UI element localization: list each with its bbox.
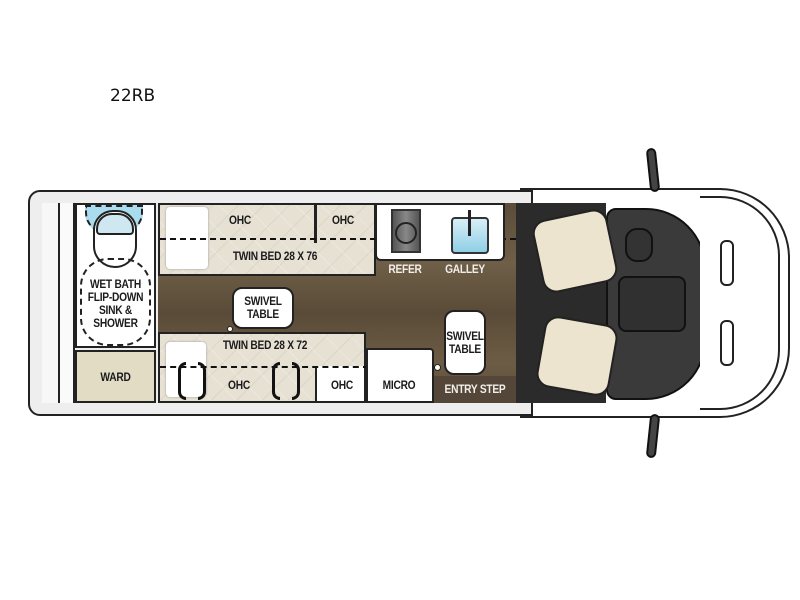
refer-label: REFER: [388, 262, 422, 276]
rear-wall: [60, 203, 75, 403]
faucet-icon: [468, 210, 471, 236]
ohc-upper-2: OHC: [332, 213, 354, 227]
shower-area: [80, 258, 151, 346]
bath-label-2: FLIP-DOWN: [87, 290, 144, 304]
entry-step: [434, 376, 516, 403]
bath-label-1: WET BATH: [89, 277, 142, 291]
headlight-left: [720, 240, 734, 286]
ward-label: WARD: [100, 370, 131, 384]
galley-label: GALLEY: [445, 262, 485, 276]
side-mirror-right: [645, 413, 661, 459]
swivel-table-1-line-2: TABLE: [247, 307, 279, 321]
ohc-divider-upper: [314, 203, 317, 243]
swivel-table-1-line-1: SWIVEL: [244, 294, 282, 308]
bath-label-3: SINK &: [98, 303, 133, 317]
table-2-post: [434, 364, 441, 371]
seatbelt-icon: [198, 362, 206, 400]
ohc-lower-2: OHC: [331, 378, 353, 392]
steering-wheel-icon: [625, 228, 653, 262]
seatbelt-icon: [292, 362, 300, 400]
rear-doors: [42, 203, 60, 403]
headlight-right: [720, 320, 734, 366]
twin-bed-upper-label: TWIN BED 28 X 76: [232, 249, 318, 263]
seatbelt-icon: [272, 362, 280, 400]
micro-label: MICRO: [382, 378, 416, 392]
swivel-table-2-line-1: SWIVEL: [446, 329, 484, 343]
center-console: [618, 276, 686, 332]
ohc-lower-1: OHC: [228, 378, 250, 392]
bath-label-4: SHOWER: [93, 316, 138, 330]
table-1-post: [227, 326, 233, 332]
model-name: 22RB: [110, 86, 156, 106]
swivel-table-2: [444, 310, 486, 375]
ohc-line-upper: [160, 238, 516, 240]
ohc-upper-1: OHC: [229, 213, 251, 227]
ohc-line-lower: [160, 366, 440, 368]
microwave-cabinet: [366, 348, 434, 403]
wardrobe: [75, 350, 156, 403]
swivel-table-2-line-2: TABLE: [449, 342, 481, 356]
entry-step-label: ENTRY STEP: [444, 382, 506, 396]
seatbelt-icon: [178, 362, 186, 400]
ohc-lower-2-box: [315, 366, 366, 403]
hood: [700, 196, 780, 410]
swivel-table-1: [232, 287, 294, 329]
side-mirror-left: [645, 147, 661, 193]
toilet-tank: [96, 213, 134, 235]
twin-bed-lower-label: TWIN BED 28 X 72: [222, 338, 308, 352]
refer-ring: [395, 222, 417, 244]
